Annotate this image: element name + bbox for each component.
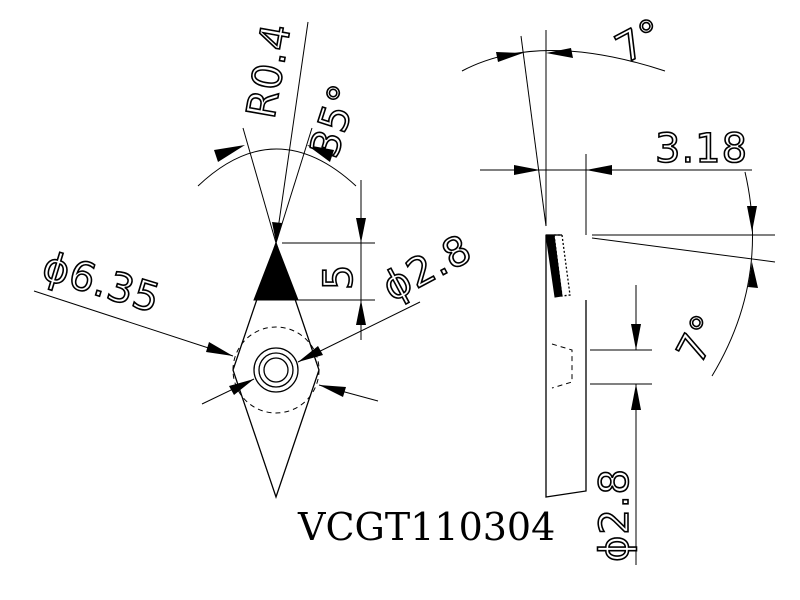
hole-inner [263, 357, 289, 383]
insert-outline [232, 240, 320, 500]
clearance-arrow-left [496, 52, 523, 62]
hole-middle [258, 352, 294, 388]
hole-diameter-label: ϕ2.8 [375, 226, 480, 311]
clearance-line [520, 35, 547, 227]
clearance-angle-label: 7° [608, 10, 671, 73]
radius-leader [275, 21, 309, 244]
insert-profile [545, 235, 587, 498]
angle-extension-left [242, 127, 277, 244]
height-arrow-bottom [356, 300, 366, 325]
rake-angle-label: 7° [668, 307, 731, 370]
hole-outer [253, 347, 299, 393]
thickness-arrow-left [514, 165, 540, 175]
hole-arrow-lower [229, 379, 254, 395]
angle-arc [197, 148, 357, 187]
angle-arrow-right [307, 145, 334, 162]
height-arrow-top [356, 218, 366, 243]
ic-leader-left [33, 290, 234, 357]
hole-countersink [551, 343, 573, 389]
clearance-arrow-right [546, 48, 573, 58]
radius-arrow [272, 222, 282, 243]
top-view: R0.4 35° 5 ϕ2.8 ϕ6.35 VCGT110304 [33, 19, 555, 549]
hole-dim-arrow-top [631, 324, 641, 350]
cutting-layer [545, 234, 563, 298]
ic-arrow-right [319, 385, 346, 397]
thickness-label: 3.18 [655, 126, 748, 172]
side-hole-diameter-label: ϕ2.8 [592, 468, 638, 562]
part-code: VCGT110304 [297, 505, 555, 549]
hole-arrow-upper [298, 346, 323, 362]
rake-arrow-bottom [748, 262, 758, 288]
clearance-arc [461, 50, 666, 72]
height-label: 5 [316, 264, 362, 290]
rake-line-inclined [591, 237, 776, 263]
cutting-tip [253, 241, 299, 301]
coating-layer [553, 234, 571, 297]
inscribed-circle [232, 326, 320, 414]
inscribed-circle-label: ϕ6.35 [37, 244, 166, 323]
rake-arc [711, 171, 753, 377]
angle-extension-right [275, 127, 313, 244]
side-view: 7° 3.18 7° ϕ2.8 [461, 9, 776, 565]
ic-arrow-left [206, 342, 233, 356]
radius-label: R0.4 [239, 20, 301, 122]
rake-arrow-top [747, 206, 757, 232]
angle-label: 35° [302, 79, 369, 164]
angle-arrow-left [214, 145, 245, 162]
hole-dim-arrow-bottom [631, 384, 641, 410]
thickness-arrow-right [586, 165, 612, 175]
